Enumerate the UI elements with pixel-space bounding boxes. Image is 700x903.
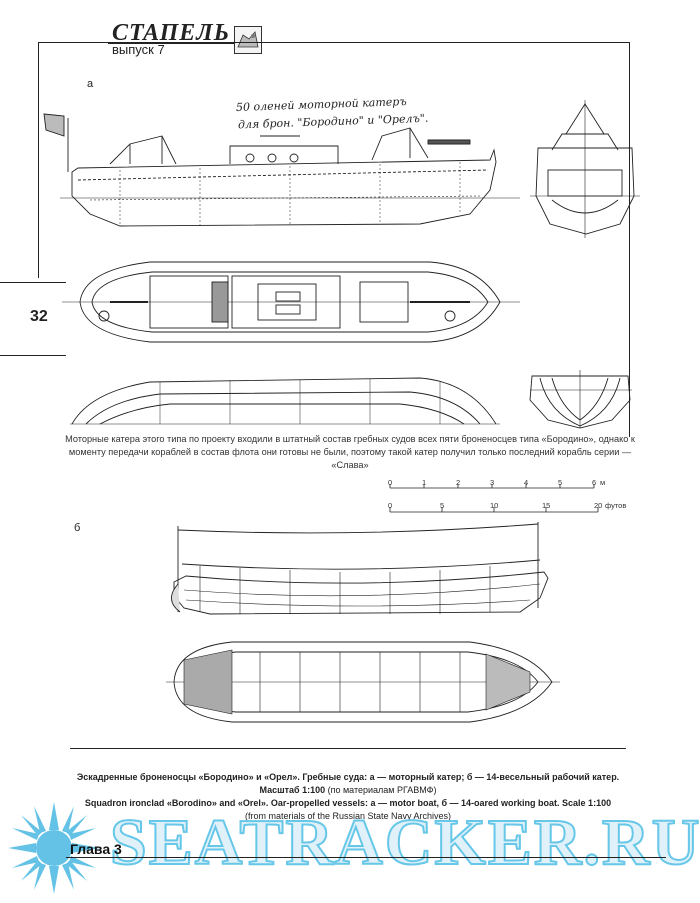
motor-boat-drawings bbox=[43, 100, 640, 429]
page-number-box bbox=[0, 282, 66, 356]
sun-emblem-icon bbox=[8, 802, 100, 894]
working-boat-plan bbox=[166, 641, 560, 723]
motor-boat-profile bbox=[43, 113, 520, 227]
chapter-label: Глава 3 bbox=[70, 841, 122, 857]
credits-en-line2: (from materials of the Russian State Nav… bbox=[244, 811, 452, 821]
scale-ft-tick-5: 5 bbox=[440, 501, 445, 510]
scale-m-tick-2: 2 bbox=[456, 478, 461, 487]
motor-boat-body-plan bbox=[529, 370, 632, 429]
credits-scale: Масштаб 1:100 bbox=[259, 785, 326, 795]
page-number: 32 bbox=[30, 308, 48, 325]
credits-source-ru: (по материалам РГАВМФ) bbox=[325, 785, 437, 795]
motor-boat-lines-plan bbox=[70, 377, 500, 425]
masthead-logo-icon bbox=[234, 26, 262, 54]
frame-right-rule bbox=[629, 42, 630, 437]
working-boat-profile bbox=[171, 522, 549, 615]
scale-ft-unit: футов bbox=[605, 501, 627, 510]
scale-m-tick-3: 3 bbox=[490, 478, 495, 487]
figure-a-label: а bbox=[87, 78, 94, 90]
scale-m-tick-5: 5 bbox=[558, 478, 563, 487]
motor-boat-plan bbox=[62, 261, 520, 343]
scale-ft-tick-15: 15 bbox=[542, 501, 551, 510]
watermark: SEATRACKER.RU bbox=[109, 806, 700, 879]
motor-boat-section bbox=[530, 100, 640, 238]
figure-b-label: б bbox=[74, 522, 81, 534]
scale-m-tick-6: 6 bbox=[592, 478, 597, 487]
scale-ft-tick-0: 0 bbox=[388, 501, 393, 510]
scale-m-tick-4: 4 bbox=[524, 478, 529, 487]
credits-ru-line2: Масштаб 1:100 (по материалам РГАВМФ) bbox=[70, 784, 626, 797]
scale-m-tick-0: 0 bbox=[388, 478, 393, 487]
credits-ru-line1: Эскадренные броненосцы «Бородино» и «Оре… bbox=[76, 772, 620, 782]
masthead-divider bbox=[108, 43, 238, 44]
frame-left-rule bbox=[38, 42, 39, 278]
caption-divider bbox=[70, 748, 626, 749]
chapter-rule bbox=[66, 857, 666, 858]
magazine-title: СТАПЕЛЬ bbox=[112, 20, 230, 46]
scale-bars bbox=[389, 484, 599, 513]
scale-ft-tick-10: 10 bbox=[490, 501, 499, 510]
frame-top-rule bbox=[38, 42, 630, 43]
scale-ft-tick-20: 20 bbox=[594, 501, 603, 510]
scale-m-tick-1: 1 bbox=[422, 478, 427, 487]
working-boat-drawings bbox=[166, 522, 560, 723]
issue-label: выпуск 7 bbox=[112, 42, 165, 57]
scale-m-unit: м bbox=[600, 478, 606, 487]
credits-en-line1: Squadron ironclad «Borodino» and «Orel».… bbox=[84, 798, 612, 808]
figure-credits: Эскадренные броненосцы «Бородино» и «Оре… bbox=[70, 771, 626, 823]
figure-a-caption: Моторные катера этого типа по проекту вх… bbox=[65, 434, 635, 470]
